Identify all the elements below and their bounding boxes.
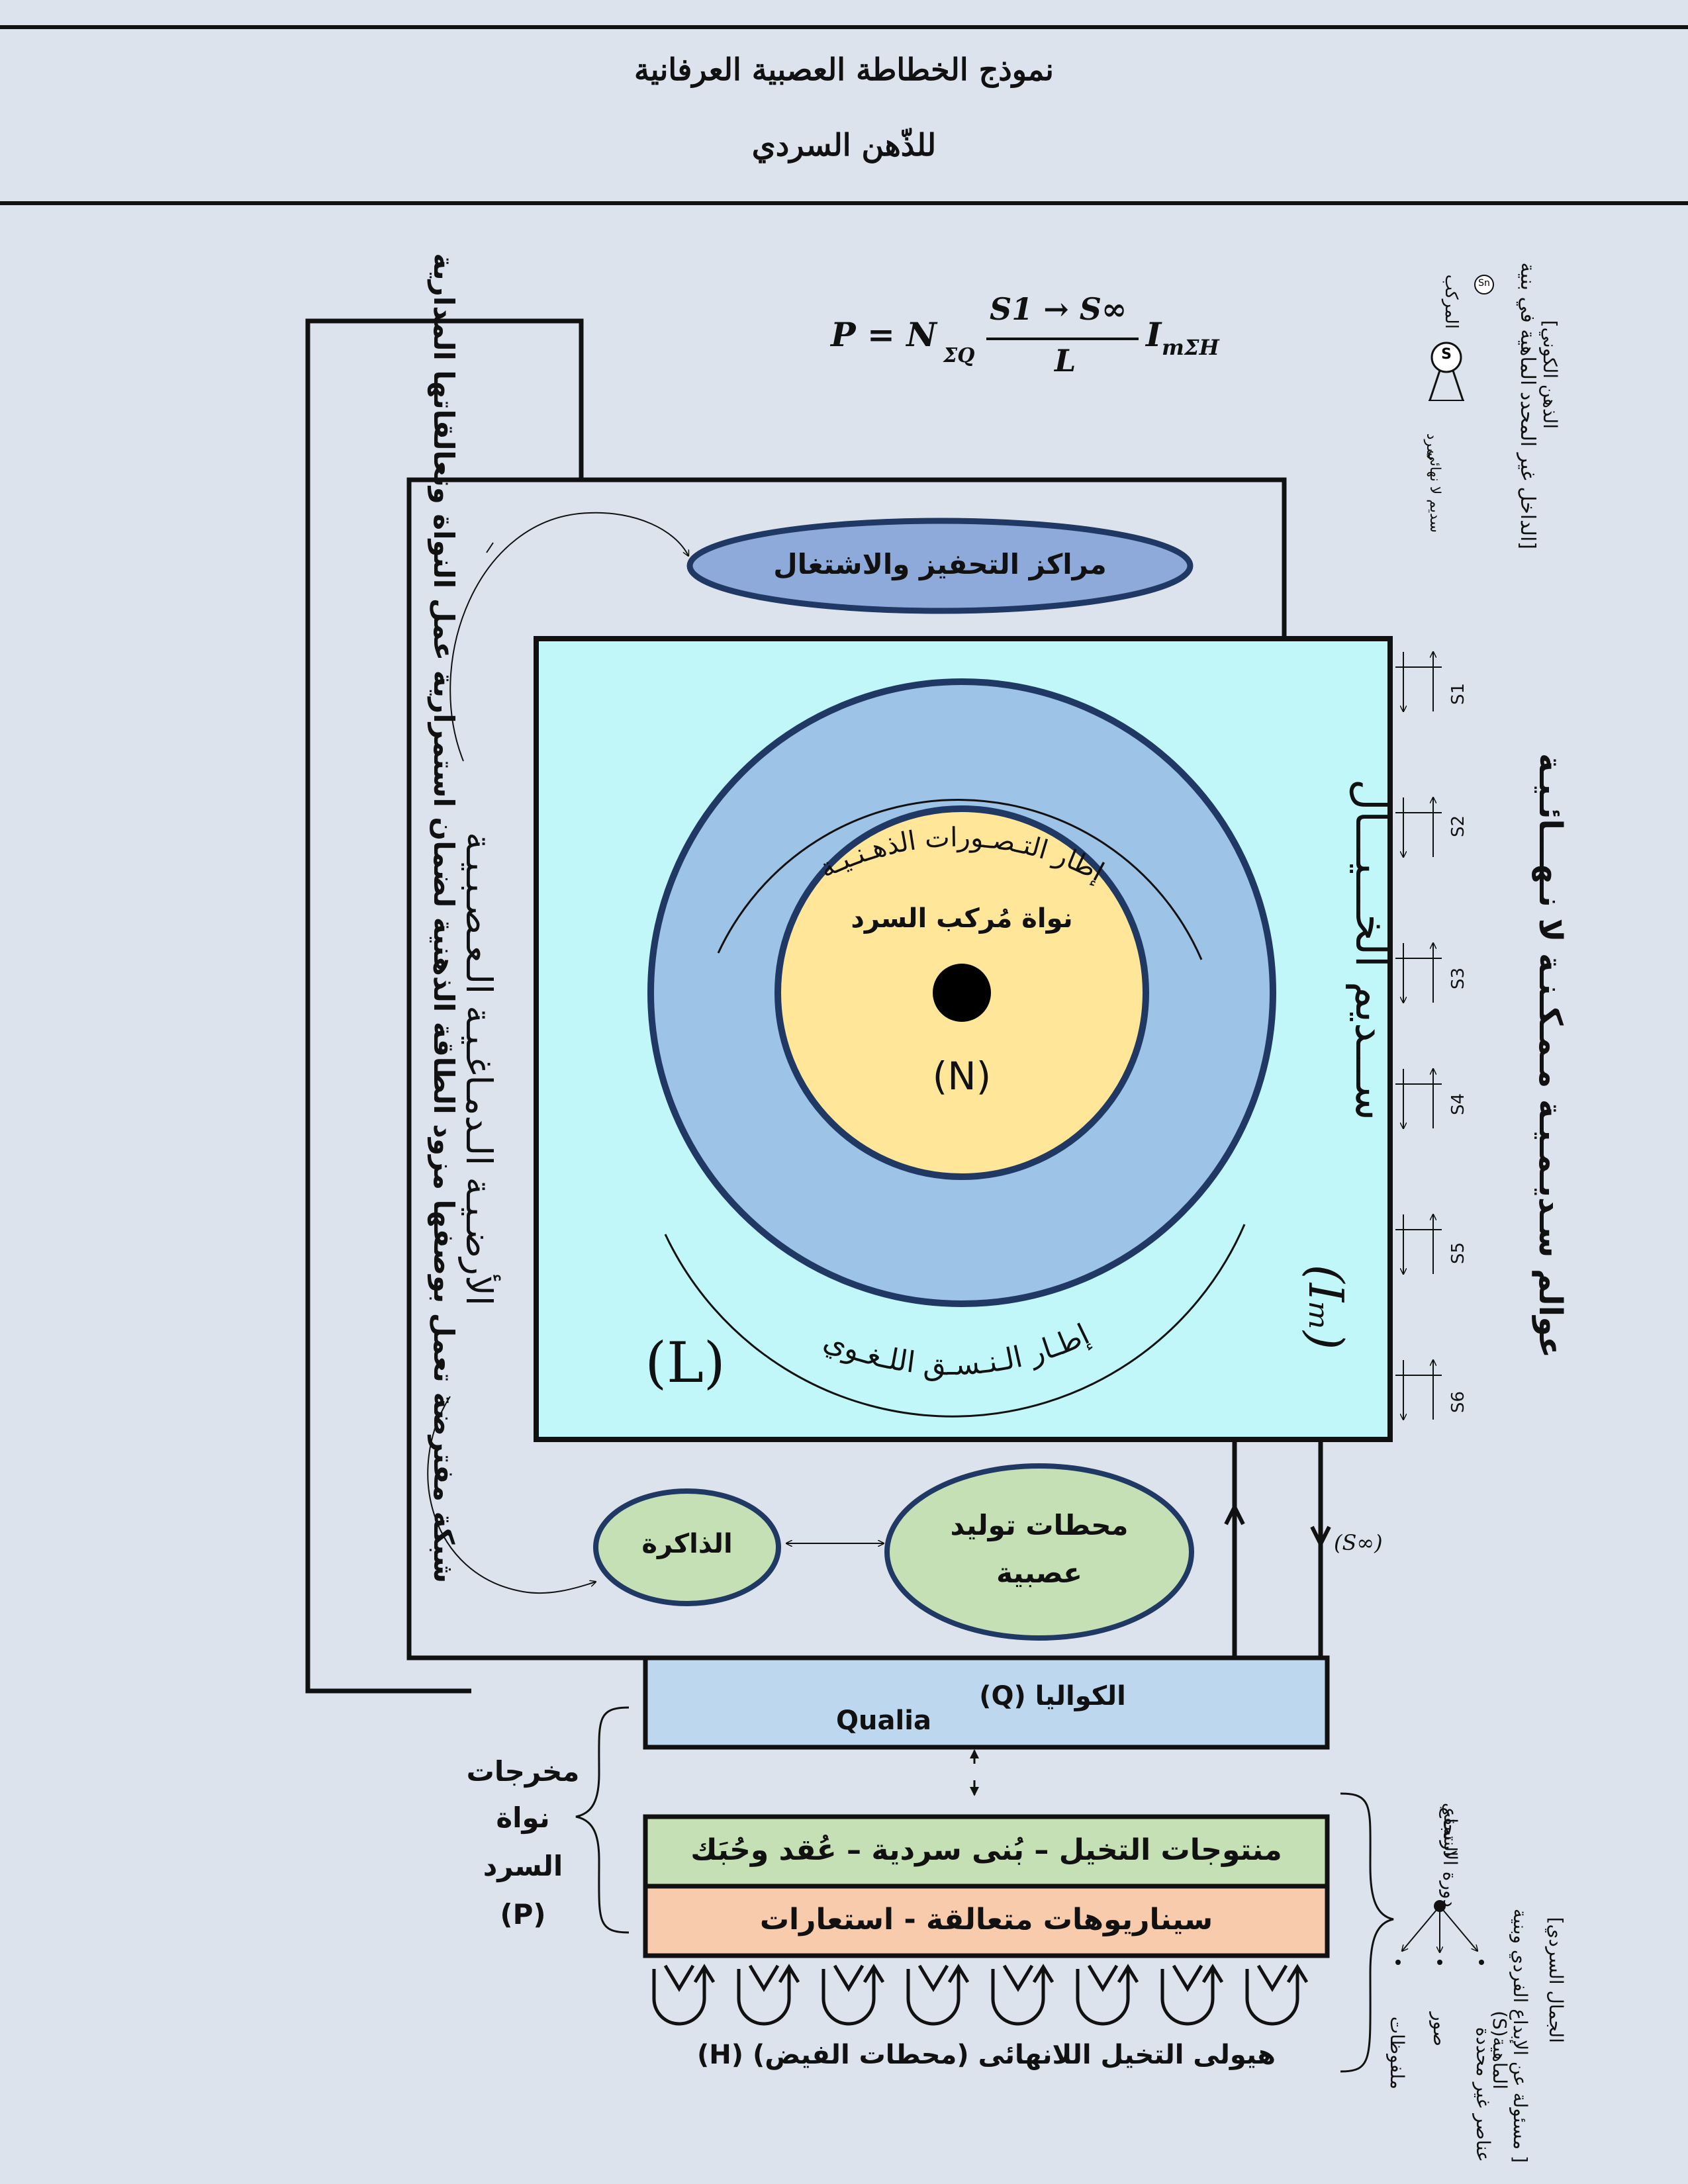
s5-label: S5 bbox=[1448, 1242, 1468, 1264]
legend-bracket-line2: الذهن الكوني] bbox=[1539, 320, 1561, 429]
neural-ground-text: الأرضـيـة الـدمـاغـيـة الـعـصـبـيـة bbox=[458, 832, 500, 1306]
hyle-label: هيولى التخيل اللانهائى (محطات الفيض) (H) bbox=[696, 2040, 1276, 2070]
page-title: نموذج الخطاطة العصبية العرفانية bbox=[634, 52, 1054, 87]
imagination-nebula-text: ســـديم الخـــيـــال bbox=[1346, 778, 1397, 1121]
formula: P = N ΣQ S1 → S∞ L I mΣH bbox=[831, 291, 1254, 390]
scenarios-bar bbox=[643, 1884, 1330, 1958]
qualia-bar bbox=[643, 1655, 1330, 1750]
im-symbol: (Iₘ) bbox=[1298, 1264, 1354, 1350]
right-bottom-bracket1: [ مسئولة عن الإبداع الفردي وبنية bbox=[1509, 1908, 1531, 2163]
legend-node-s bbox=[1430, 341, 1462, 373]
neural-stations-ellipse bbox=[884, 1463, 1194, 1641]
legend-node-sn-label: Sn bbox=[1478, 278, 1490, 289]
title-band: نموذج الخطاطة العصبية العرفانية للذّهن ا… bbox=[0, 25, 1688, 205]
right-bottom-brace bbox=[1340, 1792, 1394, 2073]
formula-denominator: L bbox=[1055, 343, 1076, 379]
page-subtitle: للذّهن السردي bbox=[751, 127, 937, 163]
products-bar-label: منتوجات التخيل – بُنى سردية – عُقد وحُبَ… bbox=[690, 1833, 1282, 1867]
core-label: نواة مُركب السرد bbox=[851, 903, 1073, 934]
legend-line1: المركب bbox=[1441, 274, 1461, 329]
curved-arrow-top bbox=[449, 512, 688, 762]
legend-node-sn bbox=[1474, 275, 1494, 295]
network-loop bbox=[305, 318, 584, 1694]
outputs-brace bbox=[575, 1706, 630, 1934]
core-symbol: (N) bbox=[932, 1054, 992, 1099]
formula-lhs: P = N bbox=[831, 315, 937, 354]
qualia-en-label: Qualia bbox=[836, 1706, 931, 1736]
legend-node-s-label: S bbox=[1441, 346, 1452, 363]
right-bottom-bracket2: الجمال السردي] bbox=[1545, 1917, 1567, 2043]
outputs-line2: نواة bbox=[496, 1801, 550, 1834]
motivation-centers-ellipse bbox=[686, 518, 1194, 614]
sinf-label: (S∞) bbox=[1334, 1530, 1383, 1555]
s-arrows bbox=[1395, 652, 1442, 1420]
neural-ground-frame bbox=[406, 477, 1287, 1661]
outputs-line3: السرد bbox=[483, 1850, 563, 1882]
outputs-line1: مخرجات bbox=[466, 1755, 580, 1788]
memory-label: الذاكرة bbox=[641, 1529, 733, 1559]
formula-rhs: I bbox=[1146, 315, 1162, 354]
motivation-centers-label: مراكز التحفيز والاشتغال bbox=[773, 548, 1107, 580]
s2-label: S2 bbox=[1448, 815, 1468, 837]
curved-arrow-bottom bbox=[427, 1396, 596, 1594]
outputs-line4: (P) bbox=[500, 1898, 546, 1931]
legend-bracket-line1: [الداخل غير المحدد الماهية في بنية bbox=[1516, 262, 1539, 549]
legend-line3: سديم لا نهائي bbox=[1427, 450, 1443, 533]
right-bottom-cycle2: النسقي bbox=[1440, 1802, 1460, 1856]
l-symbol: (L) bbox=[645, 1330, 726, 1395]
formula-numerator: S1 → S∞ bbox=[990, 291, 1127, 327]
s1-label: S1 bbox=[1448, 682, 1468, 705]
right-bottom-sub2: صور bbox=[1429, 2012, 1451, 2046]
core-dot bbox=[933, 964, 991, 1022]
memory-ellipse bbox=[593, 1488, 781, 1606]
formula-lhs-sub: ΣQ bbox=[943, 344, 975, 367]
s3-label: S3 bbox=[1448, 967, 1468, 989]
qualia-ar-label: الكواليا (Q) bbox=[979, 1681, 1126, 1711]
s6-label: S6 bbox=[1448, 1390, 1468, 1413]
hyle-arrows bbox=[652, 1969, 1299, 2026]
scenarios-bar-label: سيناريوهات متعالقة - استعارات bbox=[759, 1903, 1213, 1936]
s4-label: S4 bbox=[1448, 1093, 1468, 1115]
neural-stations-line2: عصبية bbox=[996, 1557, 1082, 1589]
neural-stations-line1: محطات توليد bbox=[950, 1509, 1129, 1541]
right-bottom-sub1: ملفوظات bbox=[1386, 2016, 1408, 2089]
right-worlds-text: عوالم سـديـمـيـة مـمـكـنـة لا نـهـــائـي… bbox=[1532, 752, 1569, 1359]
formula-rhs-sub: mΣH bbox=[1162, 335, 1219, 360]
products-bar bbox=[643, 1814, 1330, 1889]
